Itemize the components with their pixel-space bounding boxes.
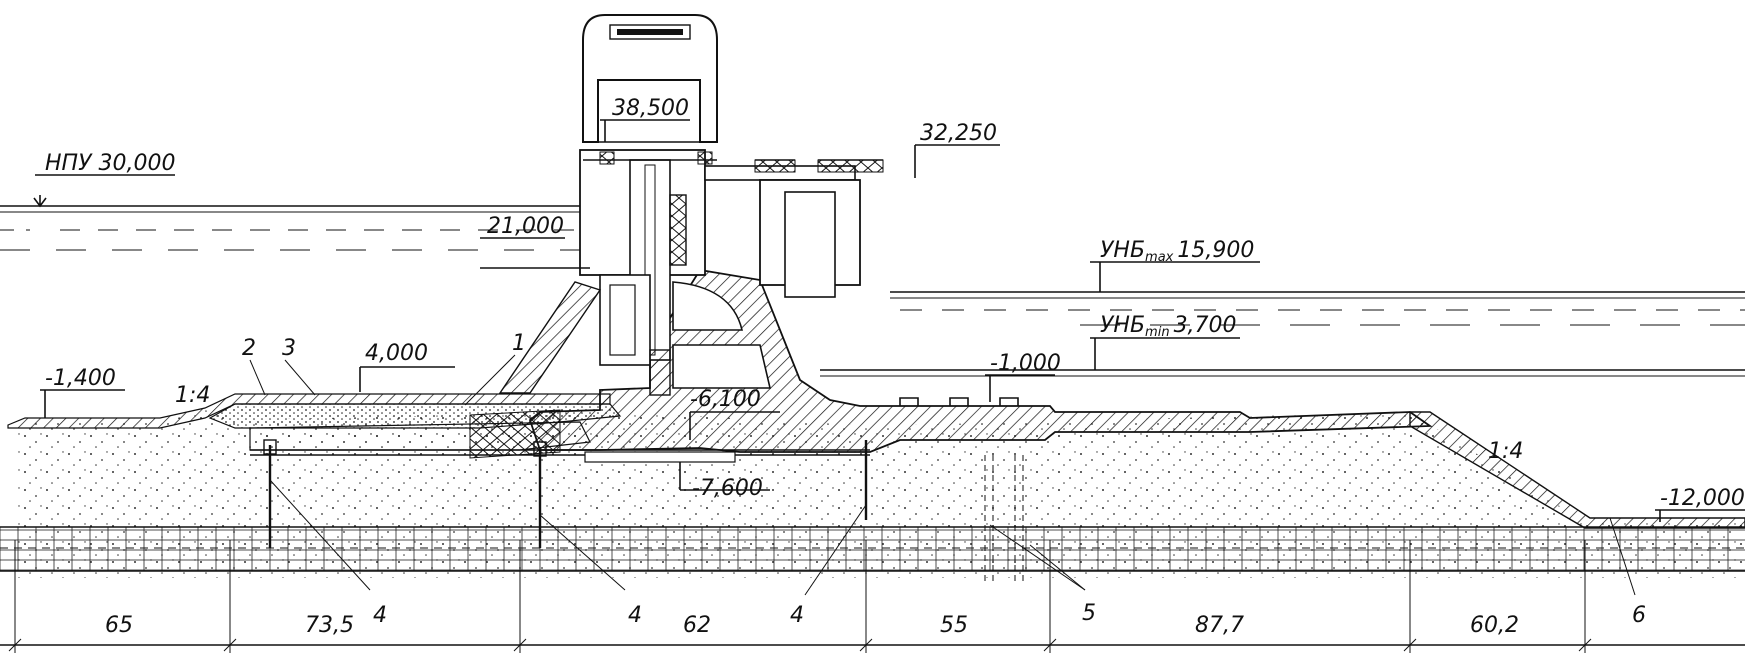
dimension-chain: [0, 540, 1745, 653]
bridge-level-label: 32,250: [920, 121, 997, 146]
gallery-upper: [672, 281, 744, 331]
dimension-73-5: 73,5: [305, 613, 354, 638]
apron-level-label: 4,000: [365, 341, 428, 366]
road-bridge: [704, 159, 884, 298]
dimension-62: 62: [683, 613, 711, 638]
callout-4-c: 4: [790, 603, 804, 628]
upstream-slope-label: 1:4: [175, 383, 210, 408]
callout-4-a: 4: [373, 603, 387, 628]
dimension-55: 55: [940, 613, 968, 638]
bedrock-layer: [0, 527, 1745, 571]
callout-1: 1: [512, 331, 526, 356]
downstream-end-level-label: -12,000: [1660, 486, 1745, 511]
upstream-water: [0, 205, 585, 251]
npu-level-label: НПУ 30,000: [45, 151, 175, 176]
dimension-87-7: 87,7: [1195, 613, 1244, 638]
gallery-bottom-level-label: -7,600: [692, 476, 763, 501]
downstream-water-min: [820, 324, 1745, 377]
crest-level-label: 38,500: [612, 96, 689, 121]
sheet-piles: [263, 439, 1024, 583]
sill-blocks: [899, 397, 1019, 406]
callout-5: 5: [1082, 601, 1096, 626]
gallery-lower: [672, 344, 772, 389]
callout-2: 2: [242, 336, 256, 361]
downstream-floor-level-label: -1,000: [990, 351, 1061, 376]
intake-level-label: 21,000: [487, 214, 564, 239]
downstream-slope: [1409, 411, 1745, 529]
downstream-water-max: [890, 291, 1745, 311]
gallery-top-level-label: -6,100: [690, 387, 761, 412]
callout-3: 3: [282, 336, 296, 361]
callout-6: 6: [1632, 603, 1646, 628]
trash-rack: [498, 281, 602, 394]
elevation-markers: [33, 119, 1745, 522]
upstream-floor-level-label: -1,400: [45, 366, 116, 391]
callout-4-b: 4: [628, 603, 642, 628]
dimension-60-2: 60,2: [1470, 613, 1519, 638]
drainage-gallery: [584, 451, 736, 463]
callout-leaders: [249, 354, 1636, 596]
gate-pier: [579, 149, 706, 396]
downstream-slope-label: 1:4: [1488, 439, 1523, 464]
gantry-crane: [582, 14, 718, 165]
dimension-65: 65: [105, 613, 133, 638]
